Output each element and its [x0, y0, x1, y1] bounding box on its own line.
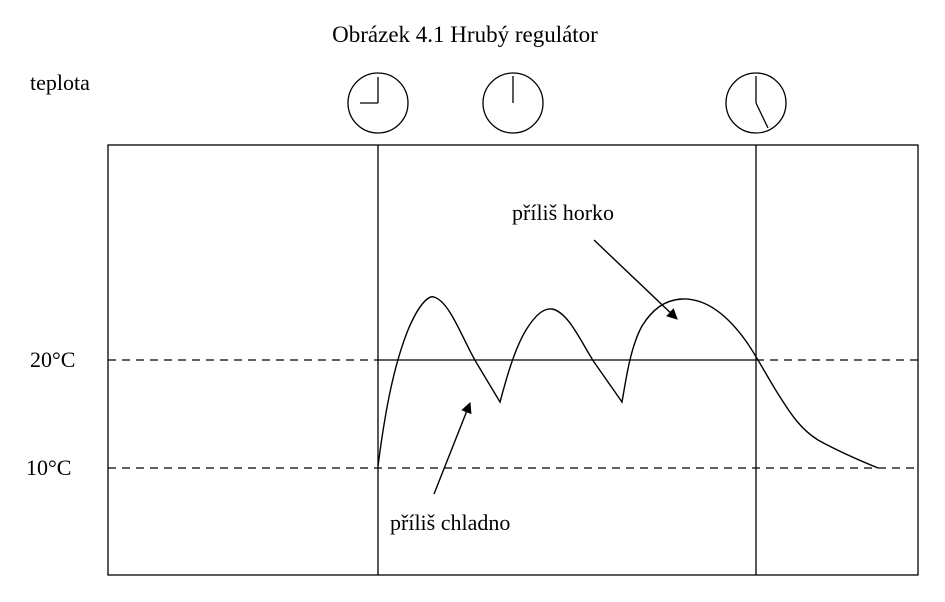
figure-title: Obrázek 4.1 Hrubý regulátor [332, 22, 598, 47]
clock-icon [482, 72, 544, 134]
y-axis-label: teplota [30, 70, 90, 95]
annotation-too-cold: příliš chladno [390, 510, 510, 535]
clock-icon [347, 72, 409, 134]
clock-icon [725, 72, 787, 134]
annotation-too-hot: příliš horko [512, 200, 614, 225]
level-label-20: 20°C [30, 347, 75, 372]
arrow-too-cold [433, 401, 472, 495]
arrow-too-hot [593, 239, 678, 320]
temperature-curve [377, 296, 879, 469]
level-label-10: 10°C [26, 455, 71, 480]
